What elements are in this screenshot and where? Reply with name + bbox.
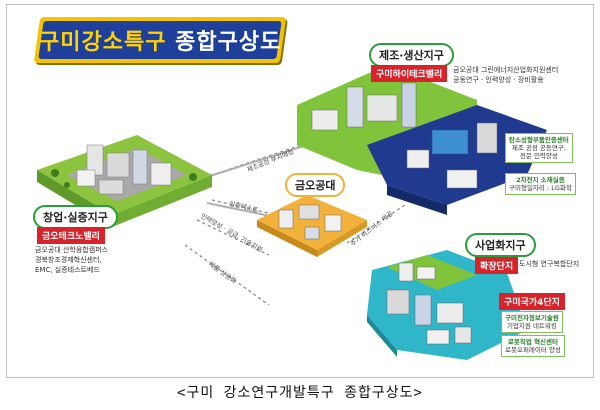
commercialization-zone-illustration <box>367 250 527 360</box>
battery-title: 2차전지 소재실증 <box>516 176 565 184</box>
title-part1: 구미강소특구 <box>38 30 167 55</box>
startup-tag: 금오테크노밸리 <box>37 227 105 244</box>
expansion-tag: 확장단지 <box>475 257 519 274</box>
manufacturing-zone-illustration <box>297 65 547 215</box>
robot-center-line-1: 로봇오퍼레이터 양성 <box>505 346 561 354</box>
manufacturing-tag: 구미하이테크밸리 <box>371 65 448 82</box>
title-text: 구미강소특구 종합구상도 <box>39 24 281 56</box>
electronic-institute-box: 구미전자정보기술원 기업지원 네트워킹 <box>501 311 563 333</box>
battery-box: 2차전지 소재실증 구미형일자리 : LG화학 <box>505 173 576 195</box>
startup-desc: 금오공대 산학융합캠퍼스 경북창조경제혁신센터, EMC, 실증테스트베드 <box>35 245 108 275</box>
route-line-1 <box>211 142 308 176</box>
battery-line-1: 구미형일자리 : LG화학 <box>509 184 572 192</box>
manufacturing-zone-label: 제조·생산지구 <box>369 43 454 67</box>
gumi-4th-complex-tag: 구미국가4단지 <box>499 293 565 310</box>
title-part2: 종합구상도 <box>174 30 282 55</box>
manufacturing-desc-line-2: 공동연구 · 인력양성 · 장비활용 <box>453 76 544 84</box>
startup-zone-illustration <box>37 135 212 227</box>
diagram-canvas: 구미강소특구 종합구상도 제조·생산지구 구미하이테크밸리 금오공대 그린에너지… <box>6 4 594 378</box>
manufacturing-desc-line-1: 금오공대 그린에너지산업화지원센터 <box>453 66 559 74</box>
carbon-center-line-2: 전문 인력양성 <box>519 152 558 160</box>
illustration <box>37 65 547 360</box>
carbon-center-line-1: 제조 공정 공동연구, <box>511 144 566 152</box>
electronic-institute-line-1: 기업지원 네트워킹 <box>506 322 557 330</box>
startup-desc-line-3: EMC, 실증테스트베드 <box>35 266 100 274</box>
university-illustration <box>257 195 367 257</box>
route-line-2 <box>211 199 278 216</box>
commercialization-zone-label: 사업화지구 <box>465 233 536 257</box>
figure-caption: <구미 강소연구개발특구 종합구상도> <box>177 385 423 401</box>
route-line-3 <box>196 219 270 256</box>
startup-desc-line-1: 금오공대 산학융합캠퍼스 <box>35 246 109 254</box>
title-banner: 구미강소특구 종합구상도 <box>33 17 287 63</box>
university-label: 금오공대 <box>285 173 346 197</box>
manufacturing-desc: 금오공대 그린에너지산업화지원센터 공동연구 · 인력양성 · 장비활용 <box>453 65 558 85</box>
electronic-institute-title: 구미전자정보기술원 <box>505 314 559 322</box>
carbon-center-box: 탄소성형부품인증센터 제조 공정 공동연구, 전문 인력양성 <box>505 133 573 163</box>
route-line-4 <box>184 244 270 306</box>
robot-center-title: 로봇직업 혁신센터 <box>507 338 558 346</box>
startup-zone-label: 창업·실증지구 <box>33 205 118 229</box>
startup-desc-line-2: 경북창조경제혁신센터, <box>35 256 102 264</box>
expansion-desc: 도시형 연구복합단지 <box>519 260 580 268</box>
robot-center-box: 로봇직업 혁신센터 로봇오퍼레이터 양성 <box>501 335 565 357</box>
carbon-center-title: 탄소성형부품인증센터 <box>509 136 569 144</box>
